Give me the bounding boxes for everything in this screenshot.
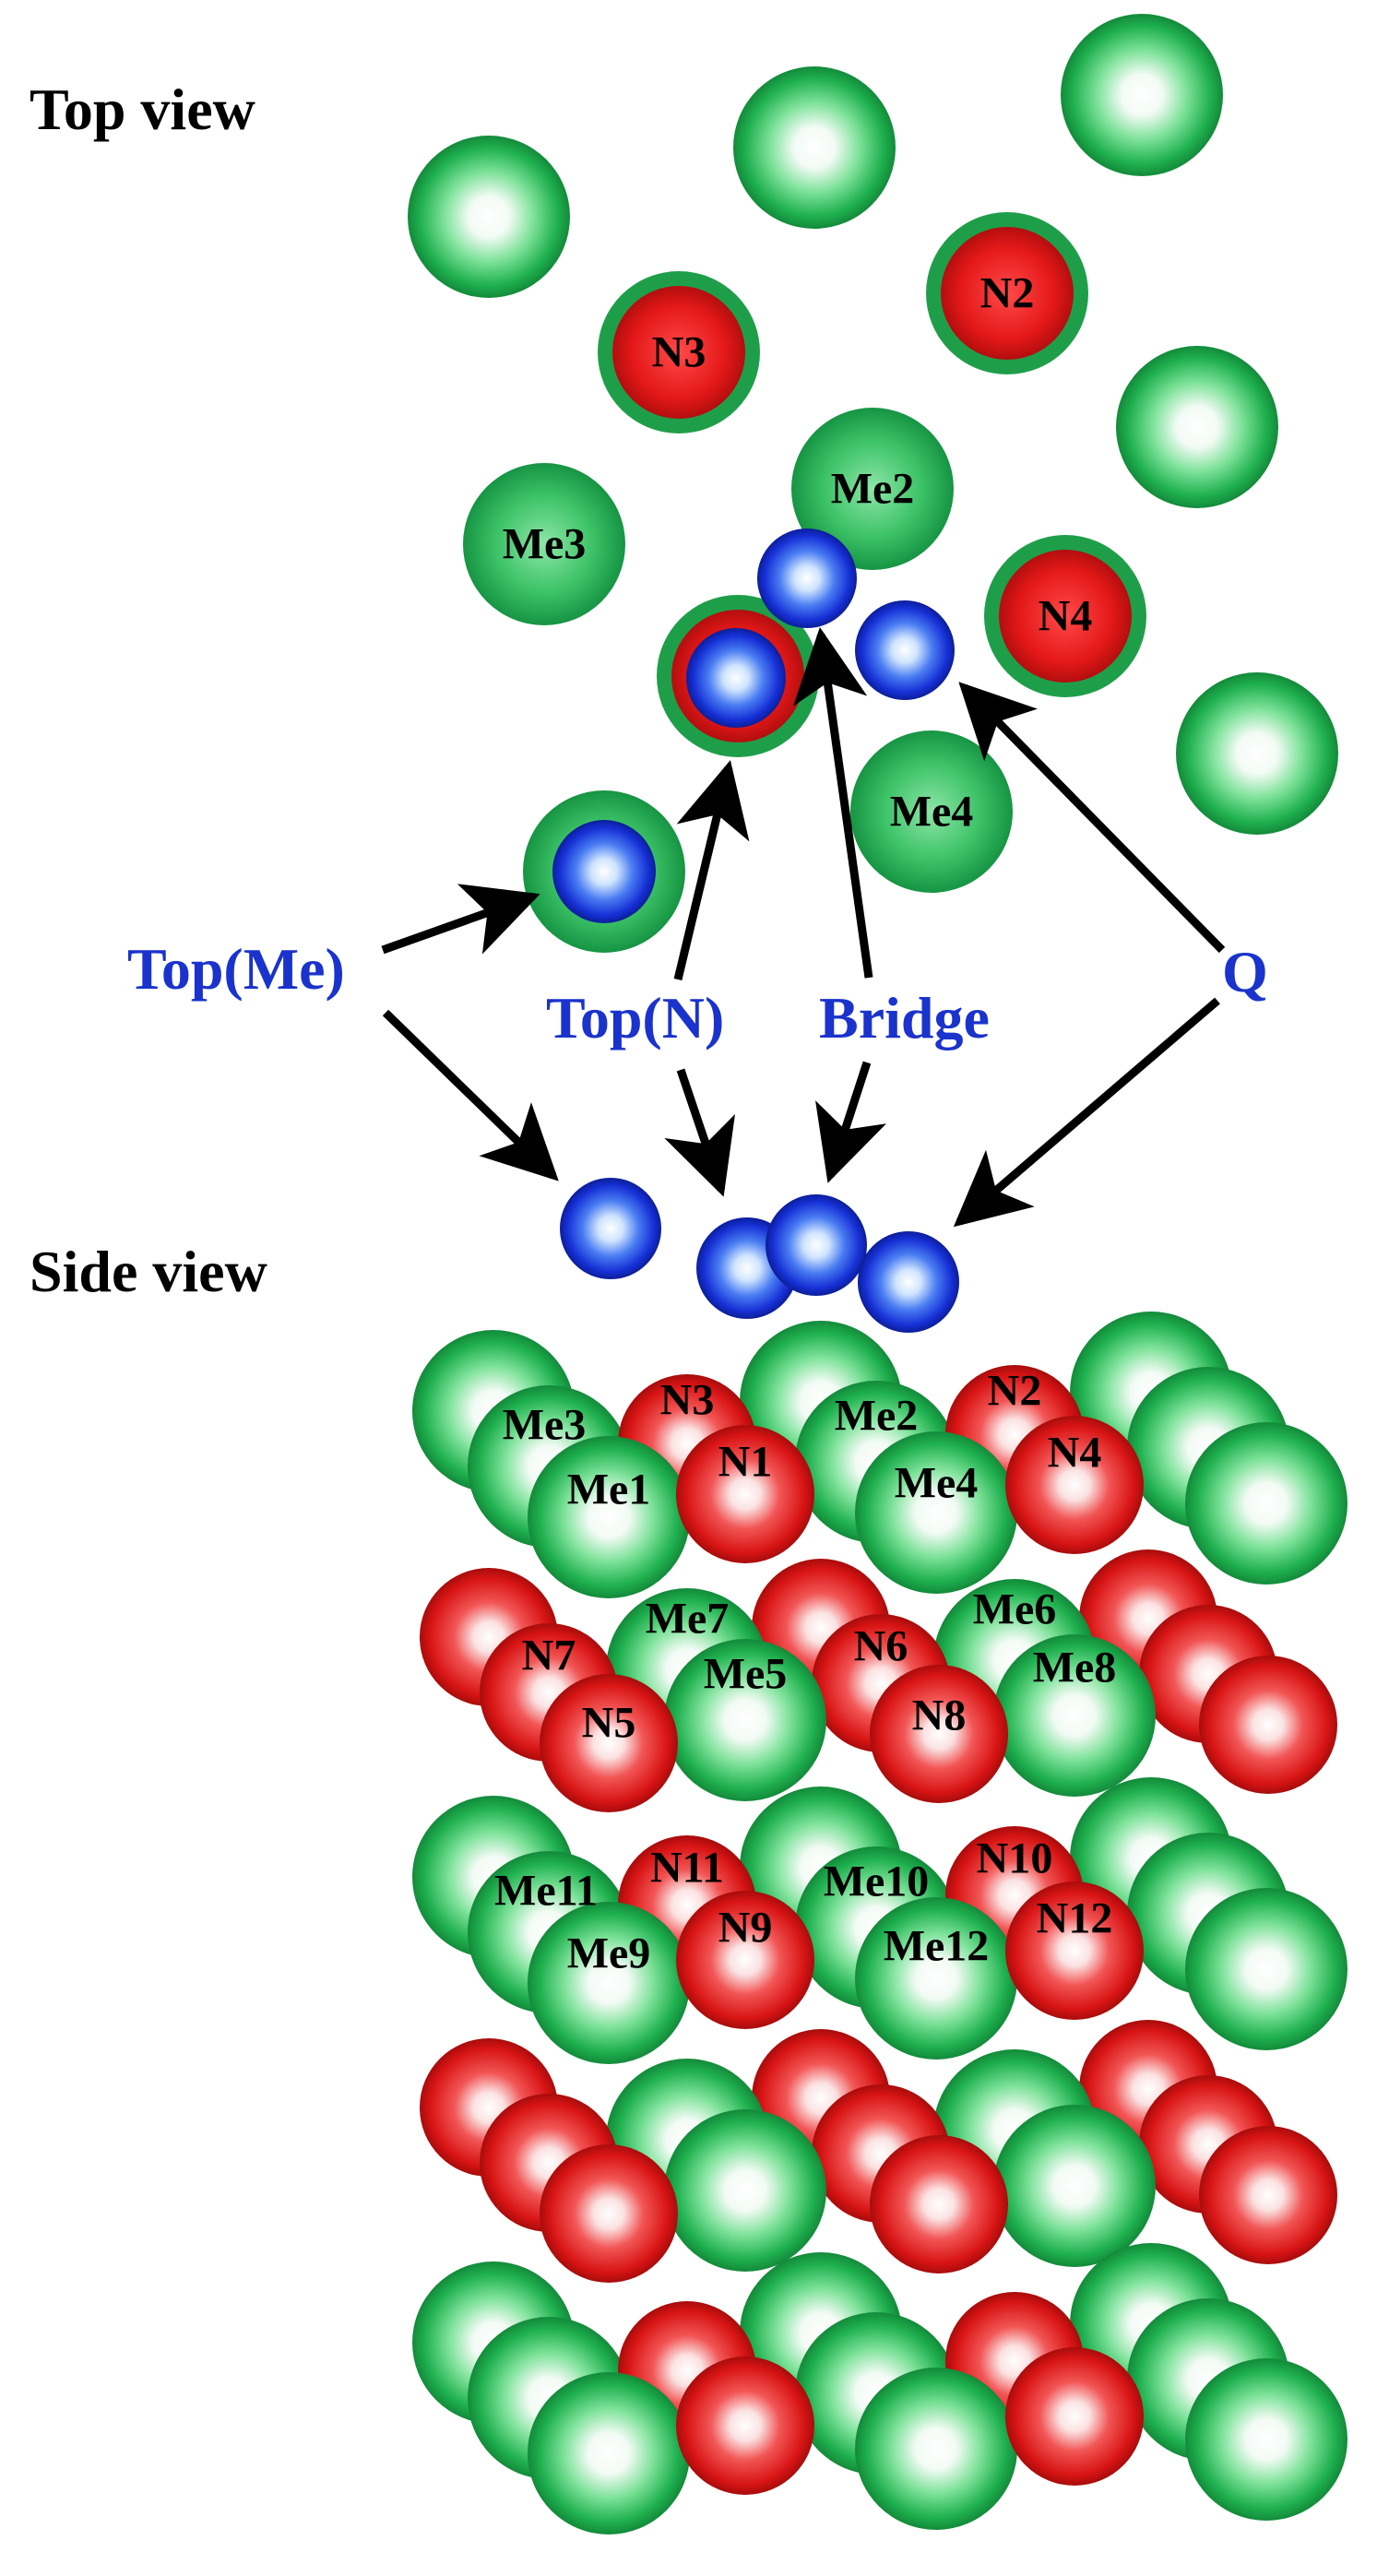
metal-atom [408, 136, 570, 298]
atom-label-me2: Me2 [835, 1392, 919, 1441]
layer-5 [412, 2243, 1347, 2534]
metal-atom-me4 [855, 1431, 1017, 1594]
site-label-q: Q [1222, 939, 1268, 1004]
metal-atom [855, 2368, 1017, 2530]
site-label-bridge: Bridge [819, 985, 990, 1051]
atom-label-n6: N6 [854, 1622, 908, 1671]
top-view-heading: Top view [30, 77, 255, 142]
atom-label-n10: N10 [977, 1834, 1053, 1883]
atom-label-n11: N11 [650, 1844, 724, 1893]
atom-label-me5: Me5 [704, 1650, 788, 1699]
atom-label-n3: N3 [660, 1376, 715, 1425]
atom-label-me4: Me4 [890, 788, 974, 837]
nitrogen-atom [1005, 2347, 1144, 2486]
metal-atom-me2 [791, 408, 954, 570]
nitrogen-atom-n9 [676, 1891, 814, 2029]
metal-atom [1176, 672, 1338, 835]
site-label-top-n: Top(N) [546, 985, 724, 1051]
nitrogen-atom-n4 [999, 550, 1132, 683]
metal-atom [733, 66, 896, 229]
atom-label-me3: Me3 [503, 520, 587, 569]
adsorbate-top-n [686, 628, 786, 728]
atom-label-me11: Me11 [494, 1867, 598, 1916]
metal-atom-me9 [528, 1902, 690, 2064]
metal-atom-me4 [850, 730, 1013, 893]
arrow-top-n-to-top-view [673, 760, 750, 981]
atom-label-me3: Me3 [503, 1401, 587, 1450]
nitrogen-atom-n8 [870, 1665, 1008, 1803]
atom-label-me12: Me12 [884, 1922, 990, 1971]
atom-label-n9: N9 [718, 1904, 773, 1953]
arrow-bridge-to-top-view [792, 626, 873, 979]
site-label-top-me: Top(Me) [127, 936, 345, 1002]
atom-label-me8: Me8 [1033, 1644, 1117, 1692]
metal-atom-me1 [528, 1436, 690, 1598]
nitrogen-atom-n4 [1005, 1416, 1144, 1554]
atom-label-n2: N2 [988, 1367, 1042, 1416]
layer-3: Me11 N11 Me10 N10 Me9 N9 Me12 N12 [412, 1777, 1347, 2064]
arrow-top-n-to-side-view [664, 1068, 735, 1197]
metal-atom-me3 [463, 463, 625, 625]
layer-2: Me7 Me6 N7 N6 Me5 Me8 N5 N8 [420, 1549, 1337, 1812]
layer-4 [420, 2020, 1337, 2283]
adsorbate-top-me [552, 820, 656, 923]
atom-label-n4: N4 [1039, 592, 1093, 641]
atom-label-me7: Me7 [646, 1595, 730, 1644]
atom-label-n5: N5 [582, 1699, 636, 1748]
atom-label-n1: N1 [718, 1438, 773, 1487]
side-view-heading: Side view [30, 1239, 267, 1304]
arrow-top-me-to-side-view [382, 1009, 559, 1181]
nitrogen-atom-n5 [540, 1674, 678, 1812]
metal-atom [1061, 14, 1223, 176]
metal-atom [1185, 1888, 1347, 2050]
metal-atom [1185, 1422, 1347, 1585]
nitrogen-atom [540, 2144, 678, 2283]
atom-label-n4: N4 [1048, 1429, 1102, 1478]
atom-label-n3: N3 [652, 328, 706, 377]
atom-label-me9: Me9 [567, 1929, 651, 1978]
arrow-q-to-side-view [953, 997, 1220, 1228]
layer-1: Me3 N3 Me2 N2 Me1 N1 Me4 N4 [412, 1312, 1347, 1598]
atom-label-me2: Me2 [831, 465, 915, 514]
metal-atom-me5 [664, 1639, 826, 1801]
nitrogen-atom-n3 [612, 286, 745, 419]
arrow-bridge-to-side-view [815, 1061, 887, 1183]
atom-label-me4: Me4 [895, 1459, 979, 1508]
metal-atom [528, 2372, 690, 2534]
nitrogen-atom-n2 [941, 227, 1074, 360]
nitrogen-atom [1199, 2126, 1337, 2264]
adsorbate-side-bridge [766, 1194, 867, 1296]
adsorbate-side-q [858, 1231, 959, 1333]
metal-atom-me12 [855, 1897, 1017, 2060]
metal-atom [664, 2109, 826, 2272]
atom-label-me6: Me6 [973, 1585, 1057, 1634]
atom-label-n7: N7 [522, 1632, 576, 1680]
nitrogen-atom [676, 2356, 814, 2495]
atom-label-me10: Me10 [824, 1858, 930, 1906]
atom-label-n12: N12 [1037, 1894, 1113, 1943]
adsorbate-side-top-me [560, 1178, 661, 1279]
nitrogen-atom [870, 2135, 1008, 2273]
metal-atom [1116, 346, 1278, 508]
atom-label-n8: N8 [912, 1692, 967, 1740]
arrow-q-to-top-view [958, 682, 1226, 954]
atom-label-me1: Me1 [567, 1466, 651, 1514]
adsorbate-bridge [757, 528, 857, 628]
atom-label-n2: N2 [980, 269, 1035, 318]
metal-atom-me8 [993, 1634, 1156, 1797]
metal-atom [993, 2105, 1156, 2267]
metal-atom [1185, 2358, 1347, 2521]
adsorbate-q [855, 600, 955, 700]
nitrogen-atom [1199, 1656, 1337, 1794]
nitrogen-atom-n12 [1005, 1882, 1144, 2020]
nitrogen-atom-n1 [676, 1425, 814, 1563]
arrow-top-me-to-top-view [381, 884, 540, 955]
